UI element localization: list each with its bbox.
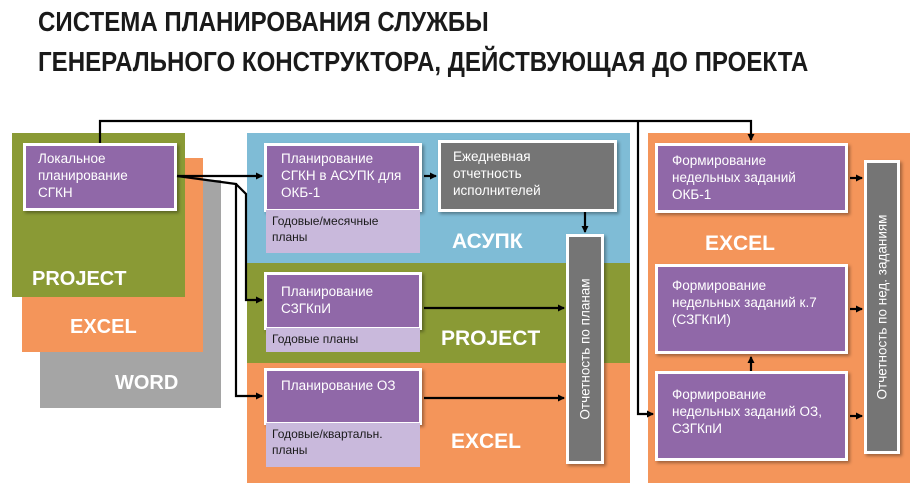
arrow-to-weekly-oz (636, 121, 654, 418)
excel-left-label: EXCEL (70, 316, 137, 338)
weekly-report-box: Отчетность по нед. заданиям (864, 160, 900, 454)
word-label: WORD (115, 372, 179, 394)
excel-sub-label: Годовые/квартальн. планы (266, 423, 420, 467)
oz-planning-box: Планирование ОЗ (264, 368, 422, 425)
project-left-label: PROJECT (32, 268, 127, 290)
asupk-planning-box: Планирование СГКН в АСУПК для ОКБ-1 (264, 143, 422, 212)
arrow-local-to-weekly (98, 119, 755, 143)
local-planning-box: Локальное планирование СГКН (23, 143, 177, 211)
daily-report-text: Ежедневная отчетность исполнителей (453, 149, 541, 198)
project-sub-label: Годовые планы (266, 328, 420, 352)
weekly-okb1-box: Формирование недельных заданий ОКБ-1 (655, 143, 848, 213)
weekly-oz-box: Формирование недельных заданий ОЗ, СЗГКп… (655, 371, 848, 461)
daily-report-box: Ежедневная отчетность исполнителей (438, 140, 617, 212)
arrow-local-to-szgkpi (235, 183, 263, 304)
arrow-local-to-oz (176, 174, 263, 400)
plan-report-box: Отчетность по планам (566, 234, 604, 464)
page-title: СИСТЕМА ПЛАНИРОВАНИЯ СЛУЖБЫ ГЕНЕРАЛЬНОГО… (38, 2, 809, 82)
excel-mid-label: EXCEL (451, 430, 522, 453)
asupk-sub-label: Годовые/месячные планы (266, 210, 420, 253)
project-mid-label: PROJECT (441, 327, 541, 350)
title-line-2: ГЕНЕРАЛЬНОГО КОНСТРУКТОРА, ДЕЙСТВУЮЩАЯ Д… (38, 46, 809, 77)
excel-right-label: EXCEL (705, 232, 776, 255)
asupk-label: АСУПК (452, 230, 523, 253)
title-line-1: СИСТЕМА ПЛАНИРОВАНИЯ СЛУЖБЫ (38, 6, 489, 37)
weekly-k7-box: Формирование недельных заданий к.7 (СЗГК… (655, 264, 848, 354)
